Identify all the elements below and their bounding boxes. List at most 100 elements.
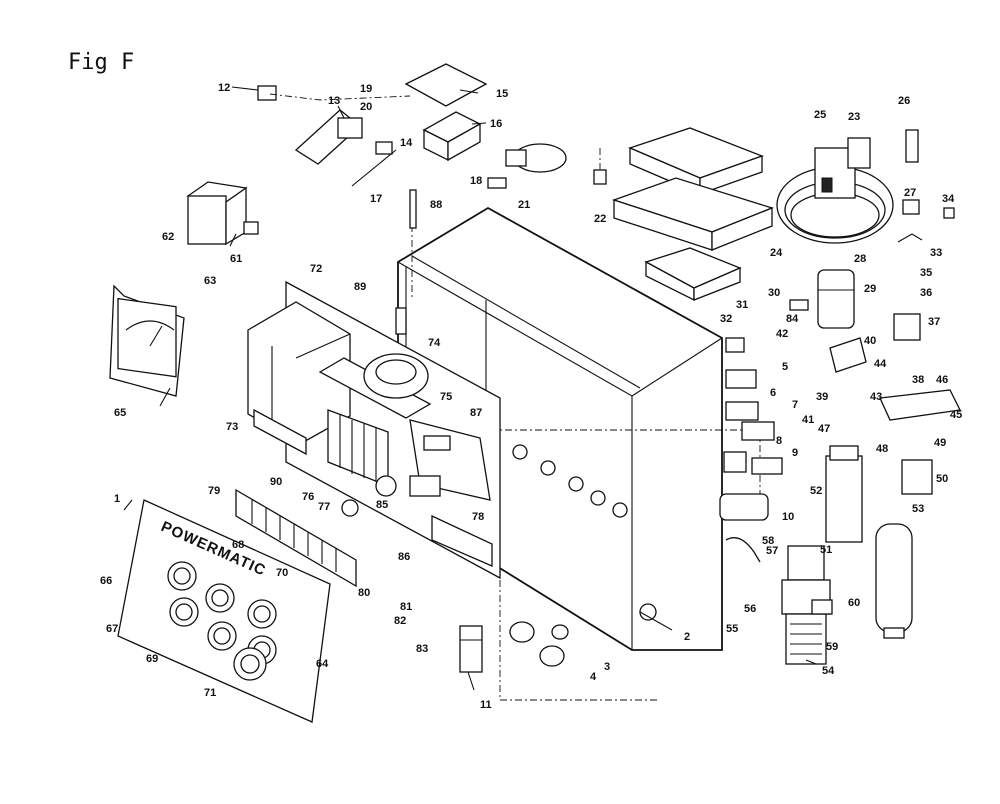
callout-1: 1 bbox=[114, 493, 120, 505]
callout-49: 49 bbox=[934, 437, 946, 449]
callout-85: 85 bbox=[376, 499, 388, 511]
callout-25: 25 bbox=[814, 109, 826, 121]
callout-19: 19 bbox=[360, 83, 372, 95]
callout-7: 7 bbox=[792, 399, 798, 411]
callout-28: 28 bbox=[854, 253, 866, 265]
callout-53: 53 bbox=[912, 503, 924, 515]
front-control-panel: POWERMATIC bbox=[117, 499, 331, 723]
callout-labels: 1 2 3 4 5 6 7 8 9 10 11 12 13 14 15 16 1… bbox=[100, 82, 962, 711]
callout-83: 83 bbox=[416, 643, 428, 655]
callout-55: 55 bbox=[726, 623, 738, 635]
callout-15: 15 bbox=[496, 88, 508, 100]
callout-5: 5 bbox=[782, 361, 788, 373]
pneumatic-components bbox=[817, 269, 961, 639]
callout-11: 11 bbox=[480, 699, 492, 711]
callout-84: 84 bbox=[786, 313, 799, 325]
callout-40: 40 bbox=[864, 335, 876, 347]
callout-36: 36 bbox=[920, 287, 932, 299]
callout-45: 45 bbox=[950, 409, 962, 421]
callout-70: 70 bbox=[276, 567, 288, 579]
panel-meter bbox=[109, 284, 185, 397]
callout-14: 14 bbox=[400, 137, 413, 149]
callout-17: 17 bbox=[370, 193, 382, 205]
callout-62: 62 bbox=[162, 231, 174, 243]
callout-64: 64 bbox=[316, 658, 329, 670]
callout-50: 50 bbox=[936, 473, 948, 485]
callout-65: 65 bbox=[114, 407, 126, 419]
callout-77: 77 bbox=[318, 501, 330, 513]
callout-72: 72 bbox=[310, 263, 322, 275]
callout-71: 71 bbox=[204, 687, 216, 699]
callout-32: 32 bbox=[720, 313, 732, 325]
callout-47: 47 bbox=[818, 423, 830, 435]
callout-23: 23 bbox=[848, 111, 860, 123]
callout-86: 86 bbox=[398, 551, 410, 563]
bottom-fittings bbox=[459, 621, 569, 673]
callout-48: 48 bbox=[876, 443, 888, 455]
callout-38: 38 bbox=[912, 374, 924, 386]
figure-title: Fig F bbox=[68, 50, 135, 75]
callout-33: 33 bbox=[930, 247, 942, 259]
callout-21: 21 bbox=[518, 199, 530, 211]
side-fittings bbox=[719, 299, 809, 521]
callout-41: 41 bbox=[802, 414, 814, 426]
top-mount-assembly bbox=[593, 127, 774, 302]
callout-81: 81 bbox=[400, 601, 412, 613]
diaphragm-unit bbox=[776, 129, 955, 244]
callout-27: 27 bbox=[904, 187, 916, 199]
callout-43: 43 bbox=[870, 391, 882, 403]
callout-75: 75 bbox=[440, 391, 452, 403]
callout-52: 52 bbox=[810, 485, 822, 497]
callout-10: 10 bbox=[782, 511, 794, 523]
callout-29: 29 bbox=[864, 283, 876, 295]
callout-39: 39 bbox=[816, 391, 828, 403]
callout-69: 69 bbox=[146, 653, 158, 665]
callout-66: 66 bbox=[100, 575, 112, 587]
leader-lines bbox=[123, 86, 817, 691]
air-regulator bbox=[725, 537, 833, 665]
callout-58: 58 bbox=[762, 535, 774, 547]
callout-46: 46 bbox=[936, 374, 948, 386]
callout-9: 9 bbox=[792, 447, 798, 459]
callout-20: 20 bbox=[360, 101, 372, 113]
callout-44: 44 bbox=[874, 358, 887, 370]
callout-12: 12 bbox=[218, 82, 230, 94]
callout-6: 6 bbox=[770, 387, 776, 399]
callout-63: 63 bbox=[204, 275, 216, 287]
callout-67: 67 bbox=[106, 623, 118, 635]
callout-26: 26 bbox=[898, 95, 910, 107]
callout-87: 87 bbox=[470, 407, 482, 419]
callout-78: 78 bbox=[472, 511, 484, 523]
callout-13: 13 bbox=[328, 95, 340, 107]
callout-30: 30 bbox=[768, 287, 780, 299]
callout-16: 16 bbox=[490, 118, 502, 130]
callout-24: 24 bbox=[770, 247, 783, 259]
callout-51: 51 bbox=[820, 544, 832, 556]
callout-22: 22 bbox=[594, 213, 606, 225]
callout-37: 37 bbox=[928, 316, 940, 328]
callout-90: 90 bbox=[270, 476, 282, 488]
callout-60: 60 bbox=[848, 597, 860, 609]
callout-88: 88 bbox=[430, 199, 442, 211]
callout-8: 8 bbox=[776, 435, 782, 447]
limit-switch bbox=[186, 181, 259, 246]
callout-82: 82 bbox=[394, 615, 406, 627]
callout-2: 2 bbox=[684, 631, 690, 643]
callout-54: 54 bbox=[822, 665, 835, 677]
top-switch-parts bbox=[257, 63, 567, 229]
internal-panel bbox=[247, 280, 501, 580]
callout-89: 89 bbox=[354, 281, 366, 293]
terminal-strip bbox=[235, 488, 357, 588]
callout-31: 31 bbox=[736, 299, 748, 311]
callout-80: 80 bbox=[358, 587, 370, 599]
callout-18: 18 bbox=[470, 175, 482, 187]
callout-79: 79 bbox=[208, 485, 220, 497]
callout-56: 56 bbox=[744, 603, 756, 615]
callout-68: 68 bbox=[232, 539, 244, 551]
callout-61: 61 bbox=[230, 253, 242, 265]
callout-34: 34 bbox=[942, 193, 955, 205]
callout-4: 4 bbox=[590, 671, 597, 683]
callout-57: 57 bbox=[766, 545, 778, 557]
callout-74: 74 bbox=[428, 337, 441, 349]
